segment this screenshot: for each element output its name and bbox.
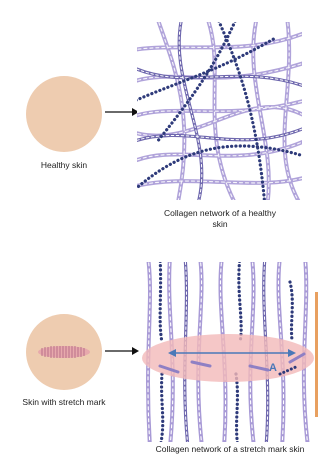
healthy-collagen-network [137, 22, 302, 200]
arrow-to-stretch-network [104, 345, 140, 357]
healthy-network-caption: Collagen network of a healthy skin [160, 208, 280, 229]
arrow-to-healthy-network [104, 106, 140, 118]
stretch-mark-skin-circle [25, 313, 103, 391]
stretch-mark-skin-label: Skin with stretch mark [2, 397, 126, 408]
healthy-skin-circle [25, 75, 103, 153]
stretch-collagen-network [140, 262, 320, 442]
healthy-skin-label: Healthy skin [8, 160, 120, 171]
stretch-network-caption: Collagen network of a stretch mark skin [150, 444, 310, 455]
stretch-marker-label: A [269, 362, 277, 374]
